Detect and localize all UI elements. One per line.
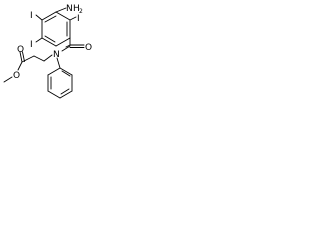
chain-bond (43, 54, 53, 62)
benzene-ring-top (41, 11, 71, 47)
bond-to-amine (55, 7, 67, 13)
ester-C=O-double (22, 51, 25, 62)
iodine-label: I (30, 40, 33, 50)
ring-double-bond (60, 88, 70, 95)
ester-C-O (17, 61, 23, 71)
chain-bond (33, 55, 45, 62)
ring-bond (55, 11, 71, 21)
ring-bond (41, 37, 57, 47)
ester-O-methoxy-label: O (13, 71, 20, 81)
bond-to-iodine-top (35, 14, 43, 21)
phenyl-ring (47, 67, 73, 99)
ring-bond (47, 90, 61, 99)
ring-bond (41, 11, 57, 21)
ester-C=O (19, 51, 23, 63)
bond-to-iodine-bottom (35, 37, 43, 43)
amine-subscript: 2 (79, 8, 83, 15)
ring-bond (55, 37, 71, 47)
amide-N-label: N (53, 50, 60, 60)
ring-bond (59, 90, 73, 99)
ring-double-bond (61, 70, 71, 77)
amine-N-label: N (66, 4, 73, 14)
ring-double-bond (44, 15, 57, 23)
carbonyl-to-amide-N (61, 45, 71, 52)
ring-bond (47, 67, 61, 76)
N-to-phenyl (56, 57, 61, 69)
ring-double-bond (44, 35, 56, 43)
methyl-bond (3, 76, 13, 83)
iodine-label: I (77, 14, 80, 24)
bond-to-iodine-right (69, 16, 77, 21)
amine-H-label: H (73, 4, 80, 14)
ring-bond (59, 67, 73, 76)
ester-O-carbonyl-label: O (17, 45, 24, 55)
iodine-label: I (30, 11, 33, 21)
carbonyl-C-to-N (65, 44, 71, 48)
molecule-structure: I I I N H 2 O N O O (3, 4, 92, 99)
carbonyl-O-label: O (85, 43, 92, 53)
